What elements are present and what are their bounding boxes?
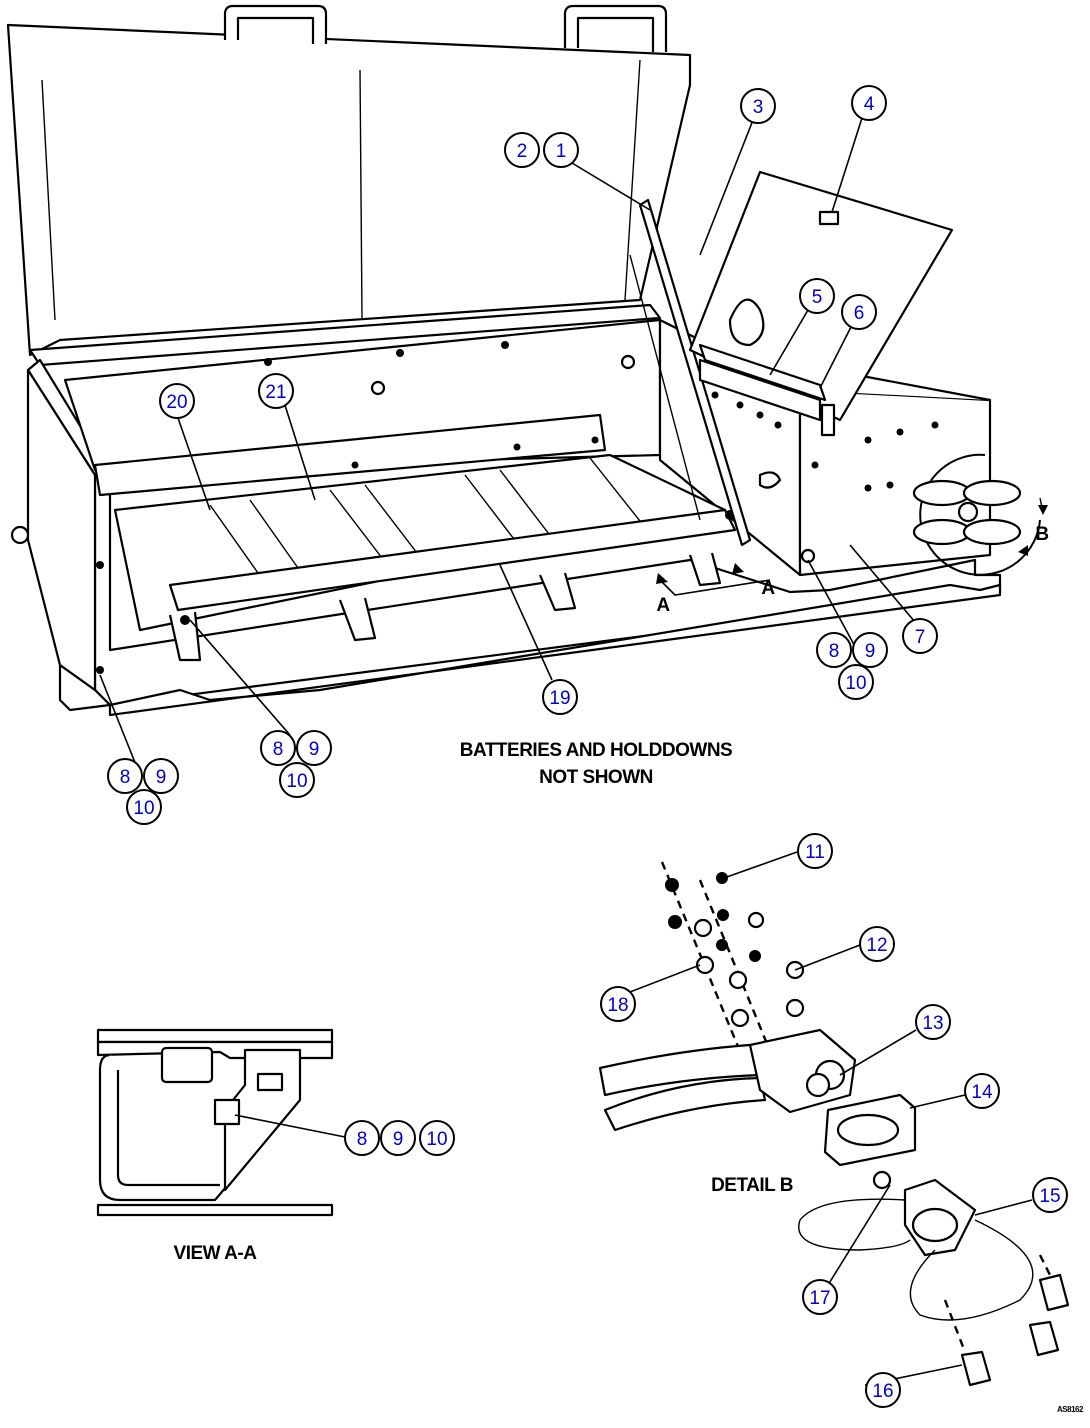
callout-11[interactable]: 11 <box>797 833 833 869</box>
svg-text:8: 8 <box>829 641 840 662</box>
svg-text:14: 14 <box>971 1082 993 1103</box>
svg-text:3: 3 <box>753 97 764 118</box>
battery-box-artwork <box>6 4 1048 717</box>
callout-4[interactable]: 4 <box>851 85 887 121</box>
main-caption-line2: NOT SHOWN <box>539 767 653 788</box>
callout-8-left[interactable]: 8 <box>107 758 143 794</box>
callout-10-center[interactable]: 10 <box>279 762 315 798</box>
callout-9-view[interactable]: 9 <box>380 1120 416 1156</box>
detail-marker-b: B <box>1035 524 1048 545</box>
view-caption: VIEW A-A <box>174 1243 258 1264</box>
callout-16[interactable]: 16 <box>865 1372 901 1408</box>
svg-text:21: 21 <box>265 382 286 403</box>
detail-b-artwork <box>598 861 1070 1387</box>
svg-text:12: 12 <box>866 935 887 956</box>
svg-text:17: 17 <box>809 1288 830 1309</box>
section-marker-a-left: A <box>656 595 670 616</box>
svg-text:10: 10 <box>426 1129 447 1150</box>
callout-13[interactable]: 13 <box>915 1004 951 1040</box>
callout-5[interactable]: 5 <box>799 278 835 314</box>
svg-text:9: 9 <box>309 739 320 760</box>
callout-7[interactable]: 7 <box>902 618 938 654</box>
svg-text:11: 11 <box>805 842 825 863</box>
svg-text:9: 9 <box>865 641 876 662</box>
callout-21[interactable]: 21 <box>258 373 294 409</box>
svg-text:10: 10 <box>286 771 307 792</box>
svg-text:1: 1 <box>556 141 567 162</box>
callout-10-left[interactable]: 10 <box>126 789 162 825</box>
callout-14[interactable]: 14 <box>964 1073 1000 1109</box>
callout-1[interactable]: 1 <box>543 132 579 168</box>
svg-text:9: 9 <box>393 1129 404 1150</box>
callout-10-right[interactable]: 10 <box>838 664 874 700</box>
callout-9-center[interactable]: 9 <box>296 730 332 766</box>
callout-20[interactable]: 20 <box>159 383 195 419</box>
callouts: 1 2 3 4 5 6 7 8 9 10 8 9 10 8 9 10 11 12… <box>107 85 1068 1408</box>
svg-text:2: 2 <box>517 141 528 162</box>
callout-18[interactable]: 18 <box>600 986 636 1022</box>
callout-2[interactable]: 2 <box>504 132 540 168</box>
main-caption-line1: BATTERIES AND HOLDDOWNS <box>460 740 732 761</box>
callout-6[interactable]: 6 <box>841 294 877 330</box>
svg-text:10: 10 <box>845 673 866 694</box>
svg-text:8: 8 <box>357 1129 368 1150</box>
svg-text:20: 20 <box>166 392 187 413</box>
callout-9-left[interactable]: 9 <box>143 758 179 794</box>
svg-text:8: 8 <box>120 767 131 788</box>
svg-text:5: 5 <box>812 287 823 308</box>
callout-10-view[interactable]: 10 <box>419 1120 455 1156</box>
figure-id: AS8162 <box>1057 1405 1084 1414</box>
svg-text:6: 6 <box>854 303 865 324</box>
svg-text:7: 7 <box>915 627 926 648</box>
svg-text:13: 13 <box>922 1013 943 1034</box>
svg-text:19: 19 <box>549 688 570 709</box>
callout-15[interactable]: 15 <box>1032 1177 1068 1213</box>
svg-text:4: 4 <box>864 94 875 115</box>
view-a-a-artwork <box>96 1028 334 1217</box>
svg-text:8: 8 <box>273 739 284 760</box>
detail-caption: DETAIL B <box>711 1175 793 1196</box>
callout-12[interactable]: 12 <box>859 926 895 962</box>
callout-8-view[interactable]: 8 <box>344 1120 380 1156</box>
svg-text:15: 15 <box>1039 1186 1060 1207</box>
svg-text:16: 16 <box>872 1381 893 1402</box>
captions: BATTERIES AND HOLDDOWNS NOT SHOWN VIEW A… <box>174 524 1085 1414</box>
svg-text:10: 10 <box>133 798 154 819</box>
callout-17[interactable]: 17 <box>802 1279 838 1315</box>
callout-8-right[interactable]: 8 <box>816 632 852 668</box>
svg-text:18: 18 <box>607 995 628 1016</box>
callout-3[interactable]: 3 <box>740 88 776 124</box>
callout-9-right[interactable]: 9 <box>852 632 888 668</box>
callout-19[interactable]: 19 <box>542 679 578 715</box>
section-marker-a-right: A <box>761 578 775 599</box>
svg-text:9: 9 <box>156 767 167 788</box>
callout-8-center[interactable]: 8 <box>260 730 296 766</box>
